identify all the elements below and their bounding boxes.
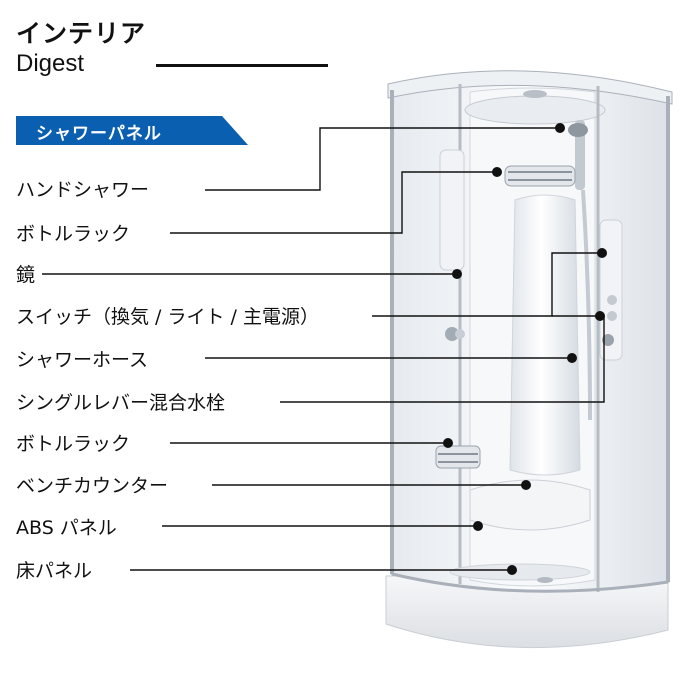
label-bottle-rack-upper: ボトルラック [16,223,131,245]
callout-line-hand-shower [205,127,560,191]
callout-lines [42,127,605,571]
callout-dot-switch [597,248,607,258]
section-banner [16,116,248,145]
section-banner-label: シャワーパネル [36,124,162,144]
page-subtitle: Digest [16,50,85,77]
callout-dot-hand-shower [555,123,565,133]
callout-dot-mirror [452,269,462,279]
callout-dot-bottle-rack-upper [492,167,502,177]
callout-dot-bench-counter [521,480,531,490]
title-underline [156,64,328,67]
label-floor-panel: 床パネル [16,560,93,582]
callout-line-bottle-rack-upper [170,171,497,234]
callout-dot-bottle-rack-lower [443,438,453,448]
label-bottle-rack-lower: ボトルラック [16,433,131,455]
label-switch: スイッチ（換気 / ライト / 主電源） [16,306,319,328]
label-shower-hose: シャワーホース [16,349,149,371]
callout-line-switch [372,252,600,317]
callout-dot-abs-panel [473,521,483,531]
label-mirror: 鏡 [16,264,36,286]
label-mixer-faucet: シングルレバー混合水栓 [16,392,226,414]
callout-dot-shower-hose [567,353,577,363]
label-hand-shower: ハンドシャワー [16,179,150,201]
label-abs-panel: ABS パネル [16,517,117,539]
callout-dot-switch-2 [595,311,605,321]
page-title: インテリア [16,19,147,48]
callout-dots [443,123,607,575]
callout-dot-floor-panel [507,565,517,575]
label-bench-counter: ベンチカウンター [16,475,169,497]
callout-line-mixer-faucet [280,315,605,403]
booth-body [385,70,673,649]
